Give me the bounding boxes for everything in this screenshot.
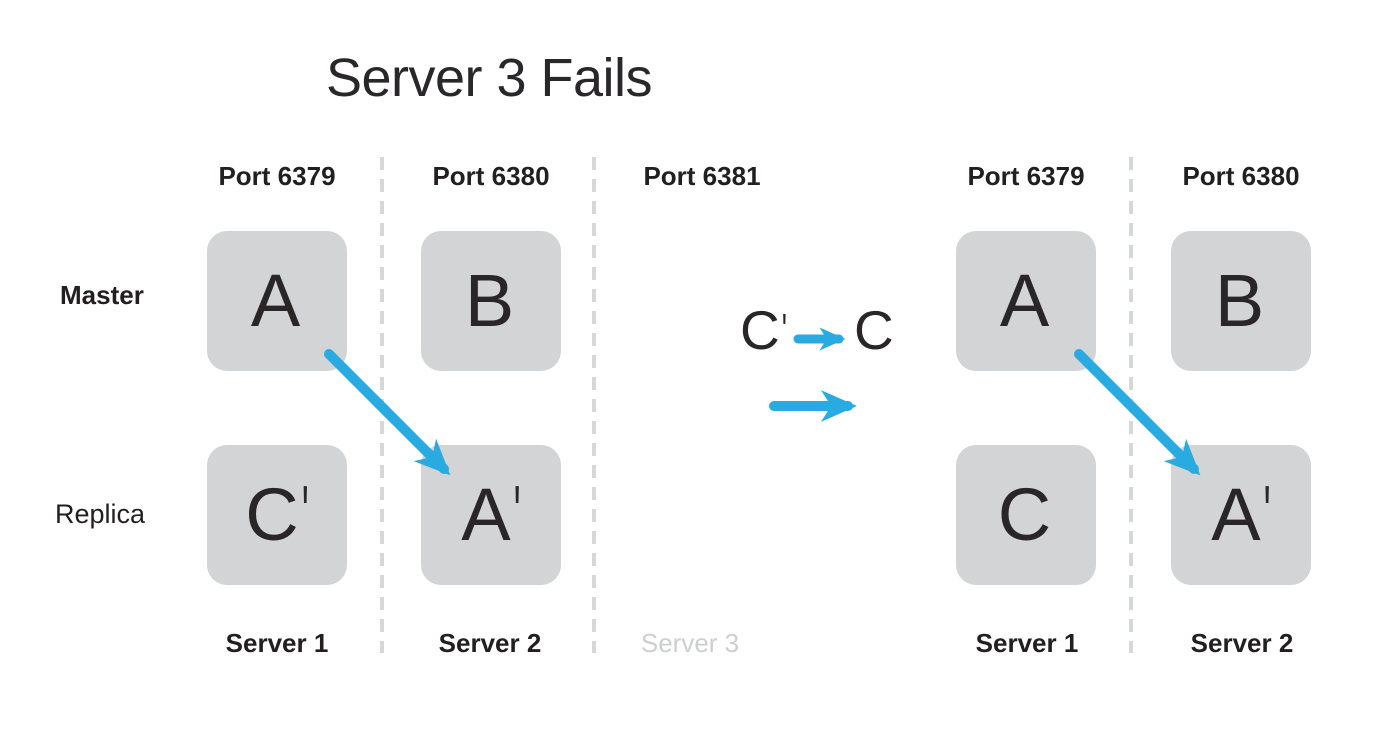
row-label-replica: Replica (55, 499, 146, 529)
node-box-right-master-a: A (956, 231, 1096, 371)
node-letter: A (1211, 473, 1261, 556)
port-label-left-2: Port 6380 (432, 161, 550, 191)
node-box-left-master-b: B (421, 231, 561, 371)
node-letter: A (999, 259, 1050, 342)
column-divider (1129, 157, 1133, 653)
server-label-right-1: Server 1 (975, 628, 1079, 658)
server-label-right-2: Server 2 (1190, 628, 1294, 658)
prime-mark: ' (513, 470, 521, 557)
node-box-right-replica-c: C (956, 445, 1096, 585)
promotion-from-letter: C (740, 299, 780, 361)
node-letter: C (997, 473, 1052, 556)
promotion-from: C' (740, 303, 787, 358)
node-box-left-replica-c: C' (207, 445, 347, 585)
node-box-left-master-a: A (207, 231, 347, 371)
port-label-right-2: Port 6380 (1182, 161, 1300, 191)
server-label-failed: Server 3 (640, 628, 740, 658)
node-letter: C (245, 473, 299, 556)
prime-mark: ' (781, 303, 787, 357)
promotion-to-letter: C (854, 299, 894, 361)
prime-mark: ' (1263, 470, 1271, 557)
port-label-left-3: Port 6381 (643, 161, 761, 191)
port-label-left-1: Port 6379 (218, 161, 336, 191)
promotion-to: C (854, 303, 894, 358)
node-letter: A (461, 473, 511, 556)
node-letter: B (1214, 259, 1265, 342)
diagram-title: Server 3 Fails (325, 48, 653, 108)
prime-mark: ' (301, 470, 309, 557)
node-letter: A (250, 259, 301, 342)
node-box-right-master-b: B (1171, 231, 1311, 371)
node-box-right-replica-a: A' (1171, 445, 1311, 585)
column-divider (592, 157, 596, 653)
row-label-master: Master (60, 280, 144, 310)
server-label-left-2: Server 2 (438, 628, 542, 658)
node-box-left-replica-a: A' (421, 445, 561, 585)
port-label-right-1: Port 6379 (967, 161, 1085, 191)
column-divider (380, 157, 384, 653)
node-letter: B (464, 259, 515, 342)
server-label-left-1: Server 1 (225, 628, 329, 658)
